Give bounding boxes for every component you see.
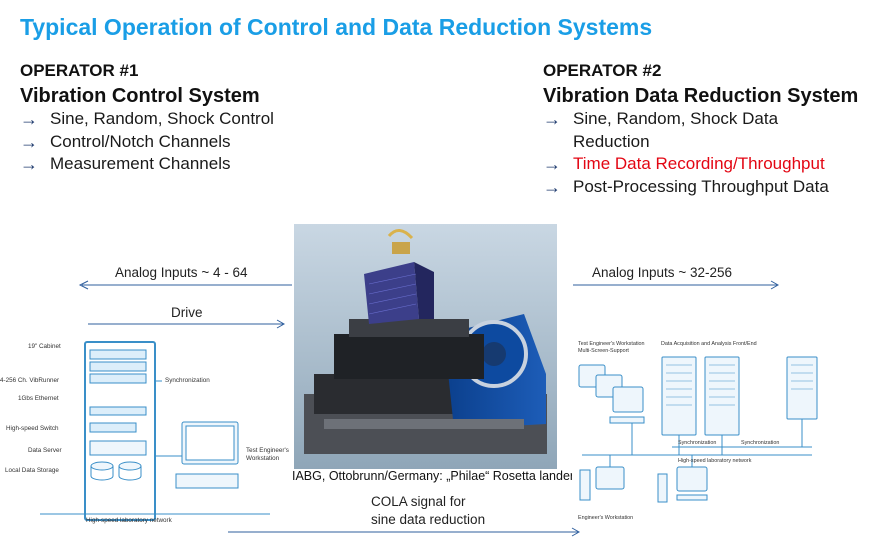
server-rack-icon	[786, 356, 818, 420]
data-server-label: Data Server	[28, 447, 62, 454]
right-arrow-icon: →	[543, 176, 561, 197]
drive-label: Drive	[171, 305, 203, 320]
cola-signal-label-line2: sine data reduction	[371, 512, 486, 527]
network-label: High-speed laboratory network	[678, 458, 752, 464]
ethernet-label: 1Gbs Ethernet	[18, 395, 59, 402]
operator1-bullet: →Control/Notch Channels	[20, 131, 231, 152]
cabinet-label: 19" Cabinet	[28, 343, 61, 350]
right-arrow-icon: →	[543, 154, 561, 174]
analog-inputs-right-label: Analog Inputs ~ 32-256	[592, 265, 732, 280]
switch-icon	[89, 422, 137, 433]
cola-signal-label-line1: COLA signal for	[371, 494, 466, 509]
right-arrowhead-icon	[571, 527, 581, 537]
right-arrowhead-icon	[770, 280, 780, 290]
left-arrowhead-icon	[78, 280, 89, 290]
photo-caption: IABG, Ottobrunn/Germany: „Philae“ Rosett…	[292, 469, 575, 483]
operator2-heading: OPERATOR #2	[543, 61, 662, 80]
operator2-bullet-highlighted: →Time Data Recording/Throughput	[543, 154, 825, 174]
operator1-bullet: →Measurement Channels	[20, 154, 231, 174]
operator1-bullet: →Sine, Random, Shock Control	[20, 109, 274, 129]
right-arrowhead-icon	[276, 319, 286, 329]
operator1-subtitle: Vibration Control System	[20, 85, 260, 107]
right-arrow-icon: →	[20, 109, 38, 129]
keyboard-icon	[175, 473, 239, 489]
data-reduction-diagram: Test Engineer's Workstation Multi-Screen…	[572, 337, 825, 527]
data-reduction-diagram-svg: Test Engineer's Workstation Multi-Screen…	[578, 341, 818, 521]
operator1-heading: OPERATOR #1	[20, 61, 139, 80]
vibrunner-label: 4-256 Ch. VibRunner	[0, 377, 59, 384]
operator2-bullet: →Post-Processing Throughput Data	[543, 176, 829, 197]
control-system-diagram-svg: 19" Cabinet 4-256 Ch. VibRunner 1Gbs Eth…	[0, 341, 289, 524]
switch-label: High-speed Switch	[6, 425, 59, 432]
rosetta-lander-illustration	[294, 224, 557, 469]
monitor-icon	[612, 386, 644, 413]
control-system-diagram: 19" Cabinet 4-256 Ch. VibRunner 1Gbs Eth…	[0, 336, 299, 530]
tower-pc-icon	[579, 469, 591, 501]
engineer-workstation-label: Engineer's Workstation	[578, 515, 633, 521]
right-arrow-icon: →	[543, 109, 561, 129]
tower-pc-icon	[657, 473, 668, 503]
operator1-bullet-list: →Sine, Random, Shock Control →Control/No…	[20, 108, 274, 176]
server-rack-icon	[704, 356, 740, 436]
right-arrow-icon: →	[20, 131, 38, 152]
network-label: High-speed laboratory network	[86, 517, 173, 524]
slide-title: Typical Operation of Control and Data Re…	[20, 14, 653, 40]
keyboard-icon	[609, 416, 645, 424]
cabinet-icon	[84, 341, 156, 521]
workstation-label-line2: Workstation	[246, 455, 280, 462]
synchronization-label: Synchronization	[741, 440, 779, 446]
workstation-label-line2: Multi-Screen-Support	[578, 348, 629, 354]
synchronization-label: Synchronization	[678, 440, 716, 446]
rosetta-lander-photo	[294, 224, 557, 469]
monitor-icon	[595, 466, 625, 490]
local-storage-label: Local Data Storage	[5, 467, 59, 474]
monitor-icon	[676, 466, 708, 492]
workstation-label-line1: Test Engineer's	[246, 447, 289, 454]
workstation-label-line1: Test Engineer's Workstation	[578, 341, 645, 347]
frontend-label: Data Acquisition and Analysis Front/End	[661, 341, 757, 347]
operator2-subtitle: Vibration Data Reduction System	[543, 85, 859, 107]
synchronization-label: Synchronization	[165, 377, 210, 384]
server-icon	[89, 440, 147, 456]
server-rack-icon	[661, 356, 697, 436]
analog-inputs-left-label: Analog Inputs ~ 4 - 64	[115, 265, 248, 280]
right-arrow-icon: →	[20, 154, 38, 174]
